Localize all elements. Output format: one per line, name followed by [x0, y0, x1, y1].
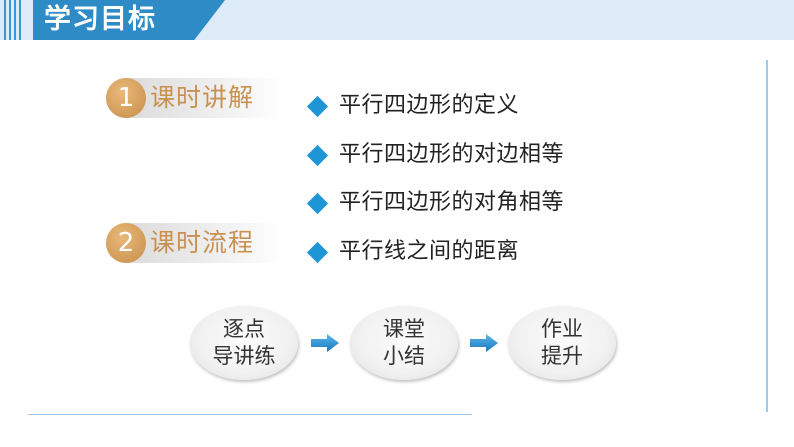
- header-title-tab: [33, 0, 225, 40]
- list-item-text: 平行四边形的定义: [339, 93, 520, 118]
- learning-goals-list: 平行四边形的定义 平行四边形的对边相等 平行四边形的对角相等 平行线之间的距离: [306, 88, 636, 283]
- flow-step-line: 作业: [541, 317, 583, 341]
- flow-step-line: 课堂: [383, 317, 425, 341]
- right-divider: [766, 60, 768, 412]
- list-item: 平行线之间的距离: [306, 234, 636, 283]
- flow-step-homework[interactable]: 作业 提升: [508, 306, 616, 380]
- section-label: 课时流程: [150, 228, 255, 257]
- list-item: 平行四边形的定义: [306, 88, 636, 137]
- arrow-right-icon: [311, 334, 339, 352]
- section-pill-lesson-flow[interactable]: 2 课时流程: [106, 223, 284, 263]
- header-bar: 学习目标: [0, 0, 794, 40]
- diamond-icon: [306, 95, 329, 118]
- arrow-right-icon: [470, 334, 498, 352]
- header-stripes: [4, 0, 28, 40]
- section-number-badge: 2: [106, 223, 146, 263]
- flow-step-line: 小结: [383, 344, 425, 368]
- diamond-icon: [306, 144, 329, 166]
- flow-step-line: 逐点: [223, 317, 265, 341]
- bottom-divider: [28, 414, 472, 415]
- section-pill-lesson-explanation[interactable]: 1 课时讲解: [106, 78, 284, 118]
- flow-step-point-practice[interactable]: 逐点 导讲练: [190, 306, 298, 380]
- list-item: 平行四边形的对角相等: [306, 185, 636, 234]
- list-item-text: 平行四边形的对角相等: [339, 190, 565, 216]
- list-item-text: 平行四边形的对边相等: [339, 141, 565, 167]
- diamond-icon: [306, 193, 329, 215]
- section-number-badge: 1: [106, 78, 146, 118]
- section-label: 课时讲解: [150, 83, 255, 112]
- page-title: 学习目标: [44, 4, 156, 35]
- diamond-icon: [306, 241, 329, 264]
- flow-step-line: 导讲练: [212, 344, 276, 368]
- list-item-text: 平行线之间的距离: [339, 239, 520, 265]
- list-item: 平行四边形的对边相等: [306, 137, 636, 186]
- flow-step-class-summary[interactable]: 课堂 小结: [350, 306, 458, 380]
- flow-step-line: 提升: [541, 344, 583, 368]
